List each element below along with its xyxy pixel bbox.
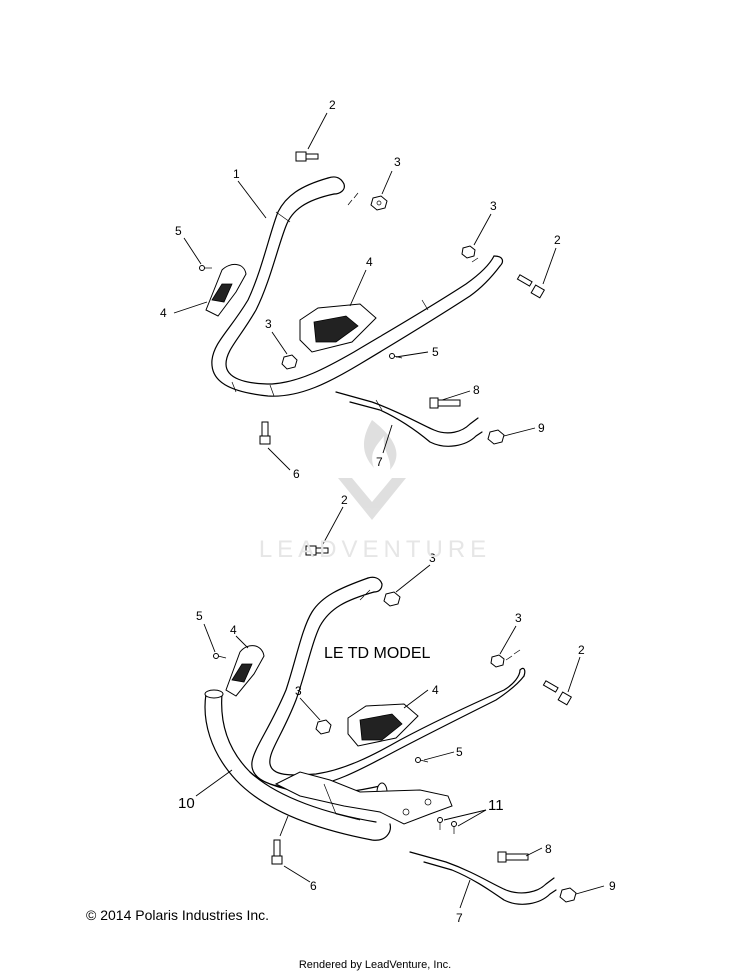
callout-top-2a: 2	[329, 98, 336, 112]
nut-top-2	[461, 245, 476, 259]
callout-bottom-4b: 4	[432, 683, 439, 697]
rendered-by-text: Rendered by LeadVenture, Inc.	[298, 959, 452, 971]
callout-top-5a: 5	[175, 224, 182, 238]
guard-bottom-left	[225, 645, 265, 697]
callout-bottom-5a: 5	[196, 609, 203, 623]
screw-bottom-1	[213, 653, 227, 659]
bolt-top-8	[429, 397, 461, 409]
callout-bottom-6: 6	[310, 879, 317, 893]
bumper-tube-bottom	[204, 576, 526, 841]
watermark-logo	[338, 420, 406, 520]
bolt-top-bottom	[259, 421, 271, 445]
callout-top-3b: 3	[490, 199, 497, 213]
guard-bottom-center	[347, 703, 419, 747]
callout-top-4b: 4	[160, 306, 167, 320]
callout-bottom-3b: 3	[515, 611, 522, 625]
callout-bottom-3c: 3	[295, 684, 302, 698]
callout-bottom-8: 8	[545, 842, 552, 856]
bracket-top	[335, 391, 483, 447]
nut-top-1	[370, 195, 388, 211]
bolt-bottom-right	[542, 680, 573, 706]
callout-top-9: 9	[538, 421, 545, 435]
callout-bottom-9: 9	[609, 879, 616, 893]
callout-top-7: 7	[376, 455, 383, 469]
screw-top-1	[199, 265, 212, 271]
nut-bottom-9	[559, 887, 577, 903]
callout-top-5b: 5	[432, 345, 439, 359]
screw-bottom-2	[415, 757, 429, 763]
callout-top-3c: 3	[265, 317, 272, 331]
nut-bottom-3	[315, 719, 332, 735]
bolt-top-right	[516, 274, 546, 299]
callout-bottom-2a: 2	[341, 493, 348, 507]
callout-bottom-5b: 5	[456, 745, 463, 759]
bolt-bottom-8	[497, 851, 529, 863]
bottom-bumper-assembly: 2 3 5 4 3 2 4 3 5 10 11 8 6 9 7	[178, 493, 616, 925]
bumper-tube-top	[211, 176, 504, 397]
bolt-bottom-left	[305, 545, 329, 556]
callout-bottom-11: 11	[488, 797, 504, 814]
nut-top-9	[487, 429, 505, 445]
guard-top-left	[205, 264, 247, 317]
screw-top-2	[389, 353, 403, 359]
screw-bottom-11a	[437, 817, 443, 830]
nut-bottom-2	[490, 654, 505, 668]
nut-bottom-1	[383, 591, 401, 607]
guard-top-center	[299, 303, 377, 353]
callout-bottom-2b: 2	[578, 643, 585, 657]
callout-bottom-3a: 3	[429, 551, 436, 565]
model-label: LE TD MODEL	[324, 645, 431, 662]
copyright-text: © 2014 Polaris Industries Inc.	[86, 907, 270, 923]
nut-top-3	[281, 354, 298, 370]
callout-top-8: 8	[473, 383, 480, 397]
callout-bottom-4a: 4	[230, 623, 237, 637]
callout-top-6: 6	[293, 467, 300, 481]
screw-bottom-11b	[451, 821, 457, 834]
watermark-brand: LEADVENTURE	[258, 536, 492, 563]
callout-top-1: 1	[233, 167, 240, 181]
callout-top-2b: 2	[554, 233, 561, 247]
callout-top-3a: 3	[394, 155, 401, 169]
bracket-bottom	[409, 851, 557, 905]
callout-top-4a: 4	[366, 255, 373, 269]
callout-bottom-7: 7	[456, 911, 463, 925]
bolt-bottom-6	[271, 839, 283, 865]
top-bumper-assembly: 2 1 3 3 2 5 4 4 3 5 8 9 6 7	[160, 98, 561, 481]
bolt-top-left	[295, 151, 319, 162]
callout-bottom-10: 10	[178, 795, 195, 812]
